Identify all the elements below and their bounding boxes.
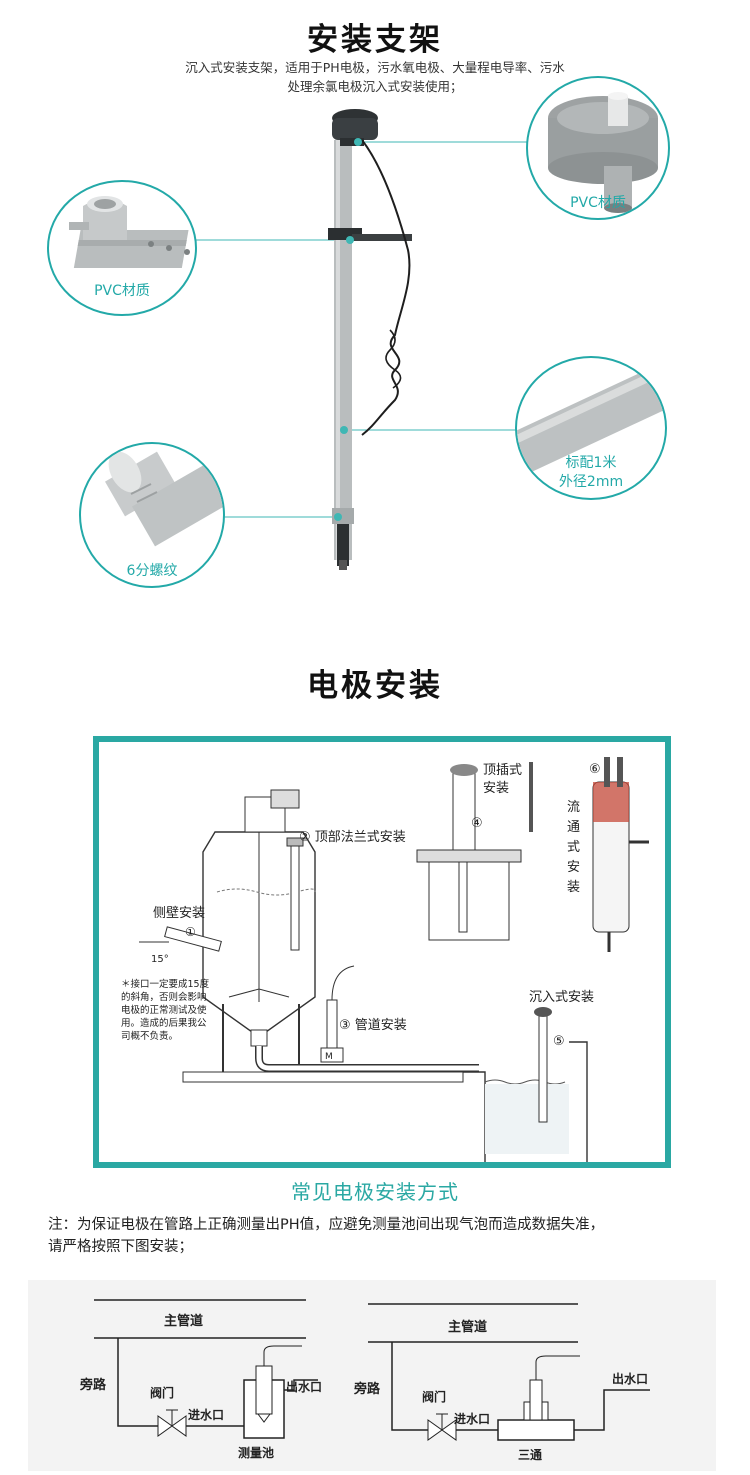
schematic-right-valve: 阀门: [422, 1390, 447, 1404]
install-note: 注：为保证电极在管路上正确测量出PH值，应避免测量池间出现气泡而造成数据失准， …: [48, 1214, 708, 1258]
section-title-bracket: 安装支架: [307, 22, 443, 58]
label-flow-char-1: 流: [567, 800, 581, 815]
install-note-line2: 请严格按照下图安装；: [48, 1239, 193, 1255]
label-top-flange-text: 顶部法兰式安装: [314, 830, 406, 845]
schematic-right-main-pipe: 主管道: [448, 1320, 488, 1335]
install-diagram-frame: 侧壁安装 ① 15° ＊接口一定要成15度 的斜角，否则会影响 电极的正常测试及…: [93, 736, 671, 1168]
label-flow-char-3: 式: [567, 840, 581, 855]
schematic-left-main-pipe: 主管道: [164, 1314, 204, 1329]
diagram-caption: 常见电极安装方式: [291, 1180, 459, 1204]
label-immersion-num: ⑤: [553, 1034, 565, 1049]
callout-pipe: 标配1米 外径2mm: [515, 356, 667, 500]
schematic-left-outlet: 出水口: [286, 1380, 323, 1394]
warning-line-2: 的斜角，否则会影响: [121, 992, 207, 1003]
label-side-wall-text: 侧壁安装: [153, 906, 206, 921]
label-motor: M: [325, 1052, 333, 1062]
label-side-wall-num: ①: [185, 925, 196, 939]
label-pipeline-text: 管道安装: [354, 1018, 407, 1033]
schematic-right-inlet: 进水口: [454, 1412, 491, 1426]
callout-cap: PVC材质: [526, 76, 670, 220]
warning-line-5: 司概不负责。: [121, 1031, 179, 1042]
schematic-left-bypass: 旁路: [80, 1378, 107, 1393]
label-side-wall: 侧壁安装: [153, 902, 205, 921]
label-top-flange-num: ②: [299, 830, 311, 845]
label-top-insert-line1: 顶插式: [483, 763, 523, 778]
label-pipeline: ③ 管道安装: [339, 1014, 407, 1033]
pipe-detail-image: [517, 358, 665, 480]
label-flow-char-2: 通: [567, 820, 581, 835]
warning-line-3: 电极的正常测试及使: [121, 1005, 207, 1016]
bracket-description-line2: 处理余氯电极沉入式安装使用；: [287, 79, 463, 94]
electrode-tip: [337, 524, 349, 566]
callout-pipe-label-line2: 外径2mm: [558, 474, 624, 490]
label-flow: 流 通 式 安 装: [567, 798, 583, 898]
bracket-description-line1: 沉入式安装支架，适用于PH电极，污水氧电极、大量程电导率、污水: [185, 60, 565, 75]
label-pipeline-num: ③: [339, 1018, 351, 1033]
warning-line-1: ＊接口一定要成15度: [121, 979, 210, 990]
piping-schematic: [94, 1299, 650, 1441]
schematic-left-pool: 测量池: [238, 1446, 275, 1460]
label-immersion: 沉入式安装: [529, 990, 595, 1005]
piping-schematic-panel: 主管道 旁路 阀门 进水口 出水口 测量池 主管道 旁路 阀门 进水口 出水口 …: [28, 1280, 716, 1471]
label-top-insert-line2: 安装: [483, 781, 510, 796]
label-flow-char-4: 安: [567, 860, 581, 875]
schematic-left-valve: 阀门: [150, 1386, 175, 1400]
warning-note: ＊接口一定要成15度 的斜角，否则会影响 电极的正常测试及使 用。造成的后果我公…: [121, 978, 231, 1043]
label-top-flange: ② 顶部法兰式安装: [299, 826, 406, 845]
electrode-cable: [361, 139, 411, 436]
label-flow-num: ⑥: [589, 762, 601, 777]
schematic-right-outlet: 出水口: [612, 1372, 649, 1386]
clamp-detail-image: [69, 196, 190, 268]
bracket-description: 沉入式安装支架，适用于PH电极，污水氧电极、大量程电导率、污水 处理余氯电极沉入…: [140, 58, 610, 96]
callout-clamp: PVC材质: [47, 180, 197, 316]
callout-pipe-label: 标配1米 外径2mm: [517, 454, 665, 492]
callout-pipe-label-line1: 标配1米: [565, 455, 617, 471]
callout-thread: 6分螺纹: [79, 442, 225, 588]
section-title-install: 电极安装: [307, 668, 443, 704]
cap-detail-image: [548, 92, 658, 213]
label-angle: 15°: [151, 954, 169, 965]
install-diagram: [139, 757, 649, 1162]
callout-thread-label: 6分螺纹: [126, 563, 178, 579]
callout-cap-label: PVC材质: [570, 195, 626, 211]
label-flow-char-5: 装: [567, 880, 581, 895]
label-top-insert-num: ④: [471, 816, 483, 831]
schematic-left-inlet: 进水口: [188, 1408, 225, 1422]
schematic-right-bypass: 旁路: [354, 1382, 381, 1397]
schematic-right-tee: 三通: [518, 1448, 543, 1462]
thread-detail-image: [105, 446, 223, 547]
warning-line-4: 用。造成的后果我公: [121, 1018, 207, 1029]
bracket-illustration: [190, 109, 528, 570]
install-note-line1: 注：为保证电极在管路上正确测量出PH值，应避免测量池间出现气泡而造成数据失准，: [48, 1217, 605, 1233]
label-top-insert: 顶插式 安装: [483, 762, 522, 798]
callout-clamp-label: PVC材质: [94, 283, 150, 299]
